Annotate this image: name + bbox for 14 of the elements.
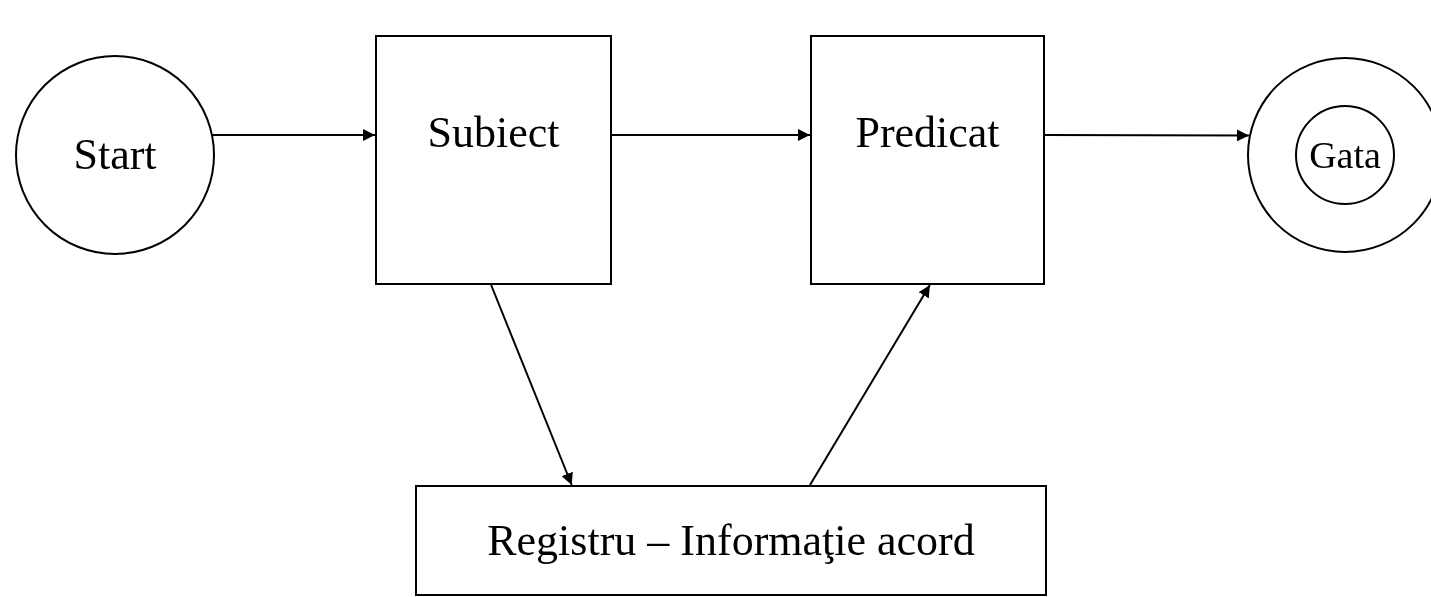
process-box: [375, 35, 612, 285]
node-label: Start: [73, 129, 157, 181]
arrow: [490, 284, 573, 486]
arrow: [1044, 129, 1250, 142]
process-box: [810, 35, 1045, 285]
node-label: Subiect: [427, 107, 560, 159]
register-box: [415, 485, 1047, 596]
start-circle: [15, 55, 215, 255]
node-label: Registru – Informaţie acord: [487, 514, 975, 567]
arrow: [212, 129, 376, 141]
arrow: [809, 284, 931, 486]
node-label: Gata: [1309, 132, 1381, 178]
node-label: Predicat: [855, 107, 1000, 159]
arrow: [611, 129, 811, 141]
